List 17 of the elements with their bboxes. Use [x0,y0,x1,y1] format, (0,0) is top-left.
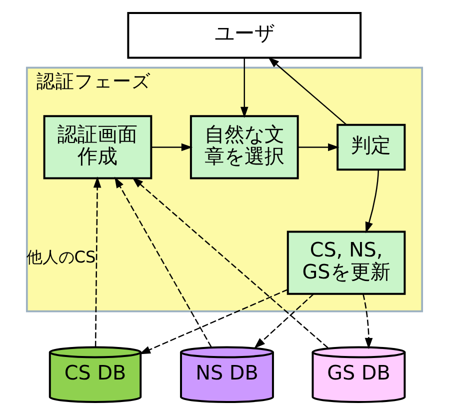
node-box: CS, NS, GSを更新 [286,230,406,295]
node-box: 認証画面作成 [43,115,152,180]
arrow [152,143,193,152]
arrow [298,143,340,152]
arrow [114,176,212,348]
arrow [93,176,102,348]
node-box: 判定 [336,124,406,171]
node-box: 自然な文章を選択 [190,115,299,180]
arrow [139,288,288,354]
arrow [240,58,248,118]
arrow [268,57,347,126]
arrow [365,170,380,234]
edge-label: 他人のCS [26,248,96,267]
node-box: ユーザ [127,12,362,59]
arrow [254,293,314,349]
arrow [362,294,373,350]
arrow [132,177,328,348]
